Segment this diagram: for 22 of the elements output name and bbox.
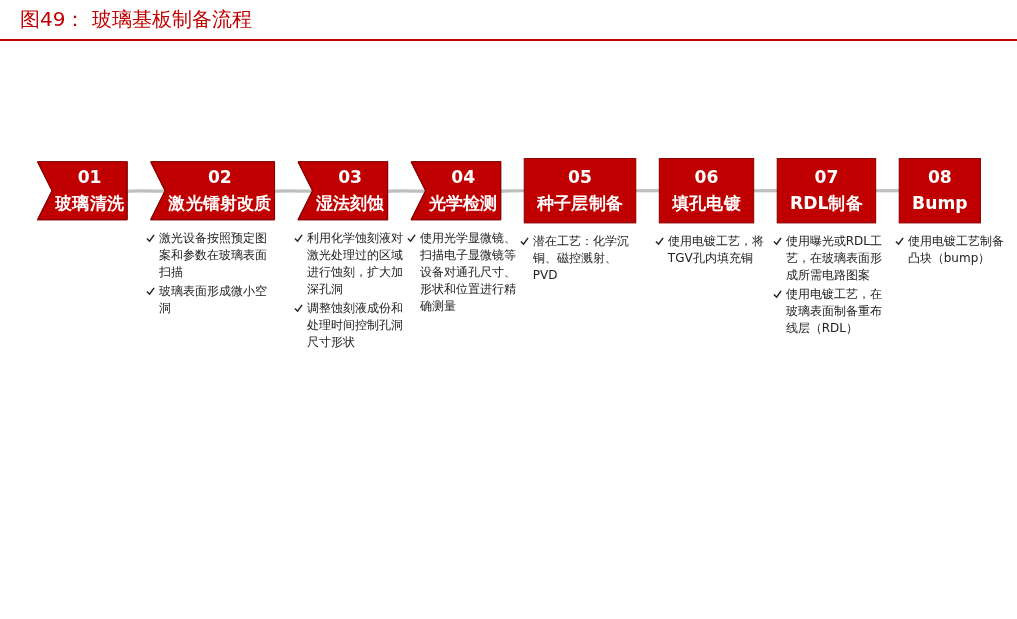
connector — [274, 189, 313, 194]
bullet-text: 使用电镀工艺，在玻璃表面制备重布线层（RDL） — [785, 286, 883, 338]
connector — [387, 189, 426, 194]
node-box: 07 RDL制备 — [776, 158, 876, 224]
node-box: 08 Bump — [898, 158, 981, 224]
connector — [635, 189, 659, 193]
connector — [127, 189, 166, 194]
bullet-text: 使用光学显微镜、扫描电子显微镜等设备对通孔尺寸、形状和位置进行精确测量 — [419, 229, 517, 315]
bullet-text: 使用电镀工艺，将TGV孔内填充铜 — [667, 233, 765, 268]
bullet-text: 利用化学蚀刻液对激光处理过的区域进行蚀刻，扩大加深孔洞 — [306, 229, 404, 298]
connector — [875, 189, 899, 193]
connector — [753, 189, 777, 193]
bullet-text: 潜在工艺：化学沉铜、磁控溅射、PVD — [532, 233, 630, 285]
bullet-text: 使用电镀工艺制备凸块（bump） — [907, 233, 1005, 268]
node-box: 06 填孔电镀 — [658, 158, 754, 224]
node-box: 05 种子层制备 — [523, 158, 636, 224]
bullet-text: 使用曝光或RDL工艺，在玻璃表面形成所需电路图案 — [785, 233, 883, 285]
bullet-text: 玻璃表面形成微小空洞 — [159, 282, 269, 317]
title: 图49： 玻璃基板制备流程 — [0, 0, 1017, 41]
connector — [500, 189, 524, 194]
bullet-text: 激光设备按照预定图案和参数在玻璃表面扫描 — [159, 229, 269, 281]
bullet-text: 调整蚀刻液成份和处理时间控制孔洞尺寸形状 — [306, 299, 404, 351]
